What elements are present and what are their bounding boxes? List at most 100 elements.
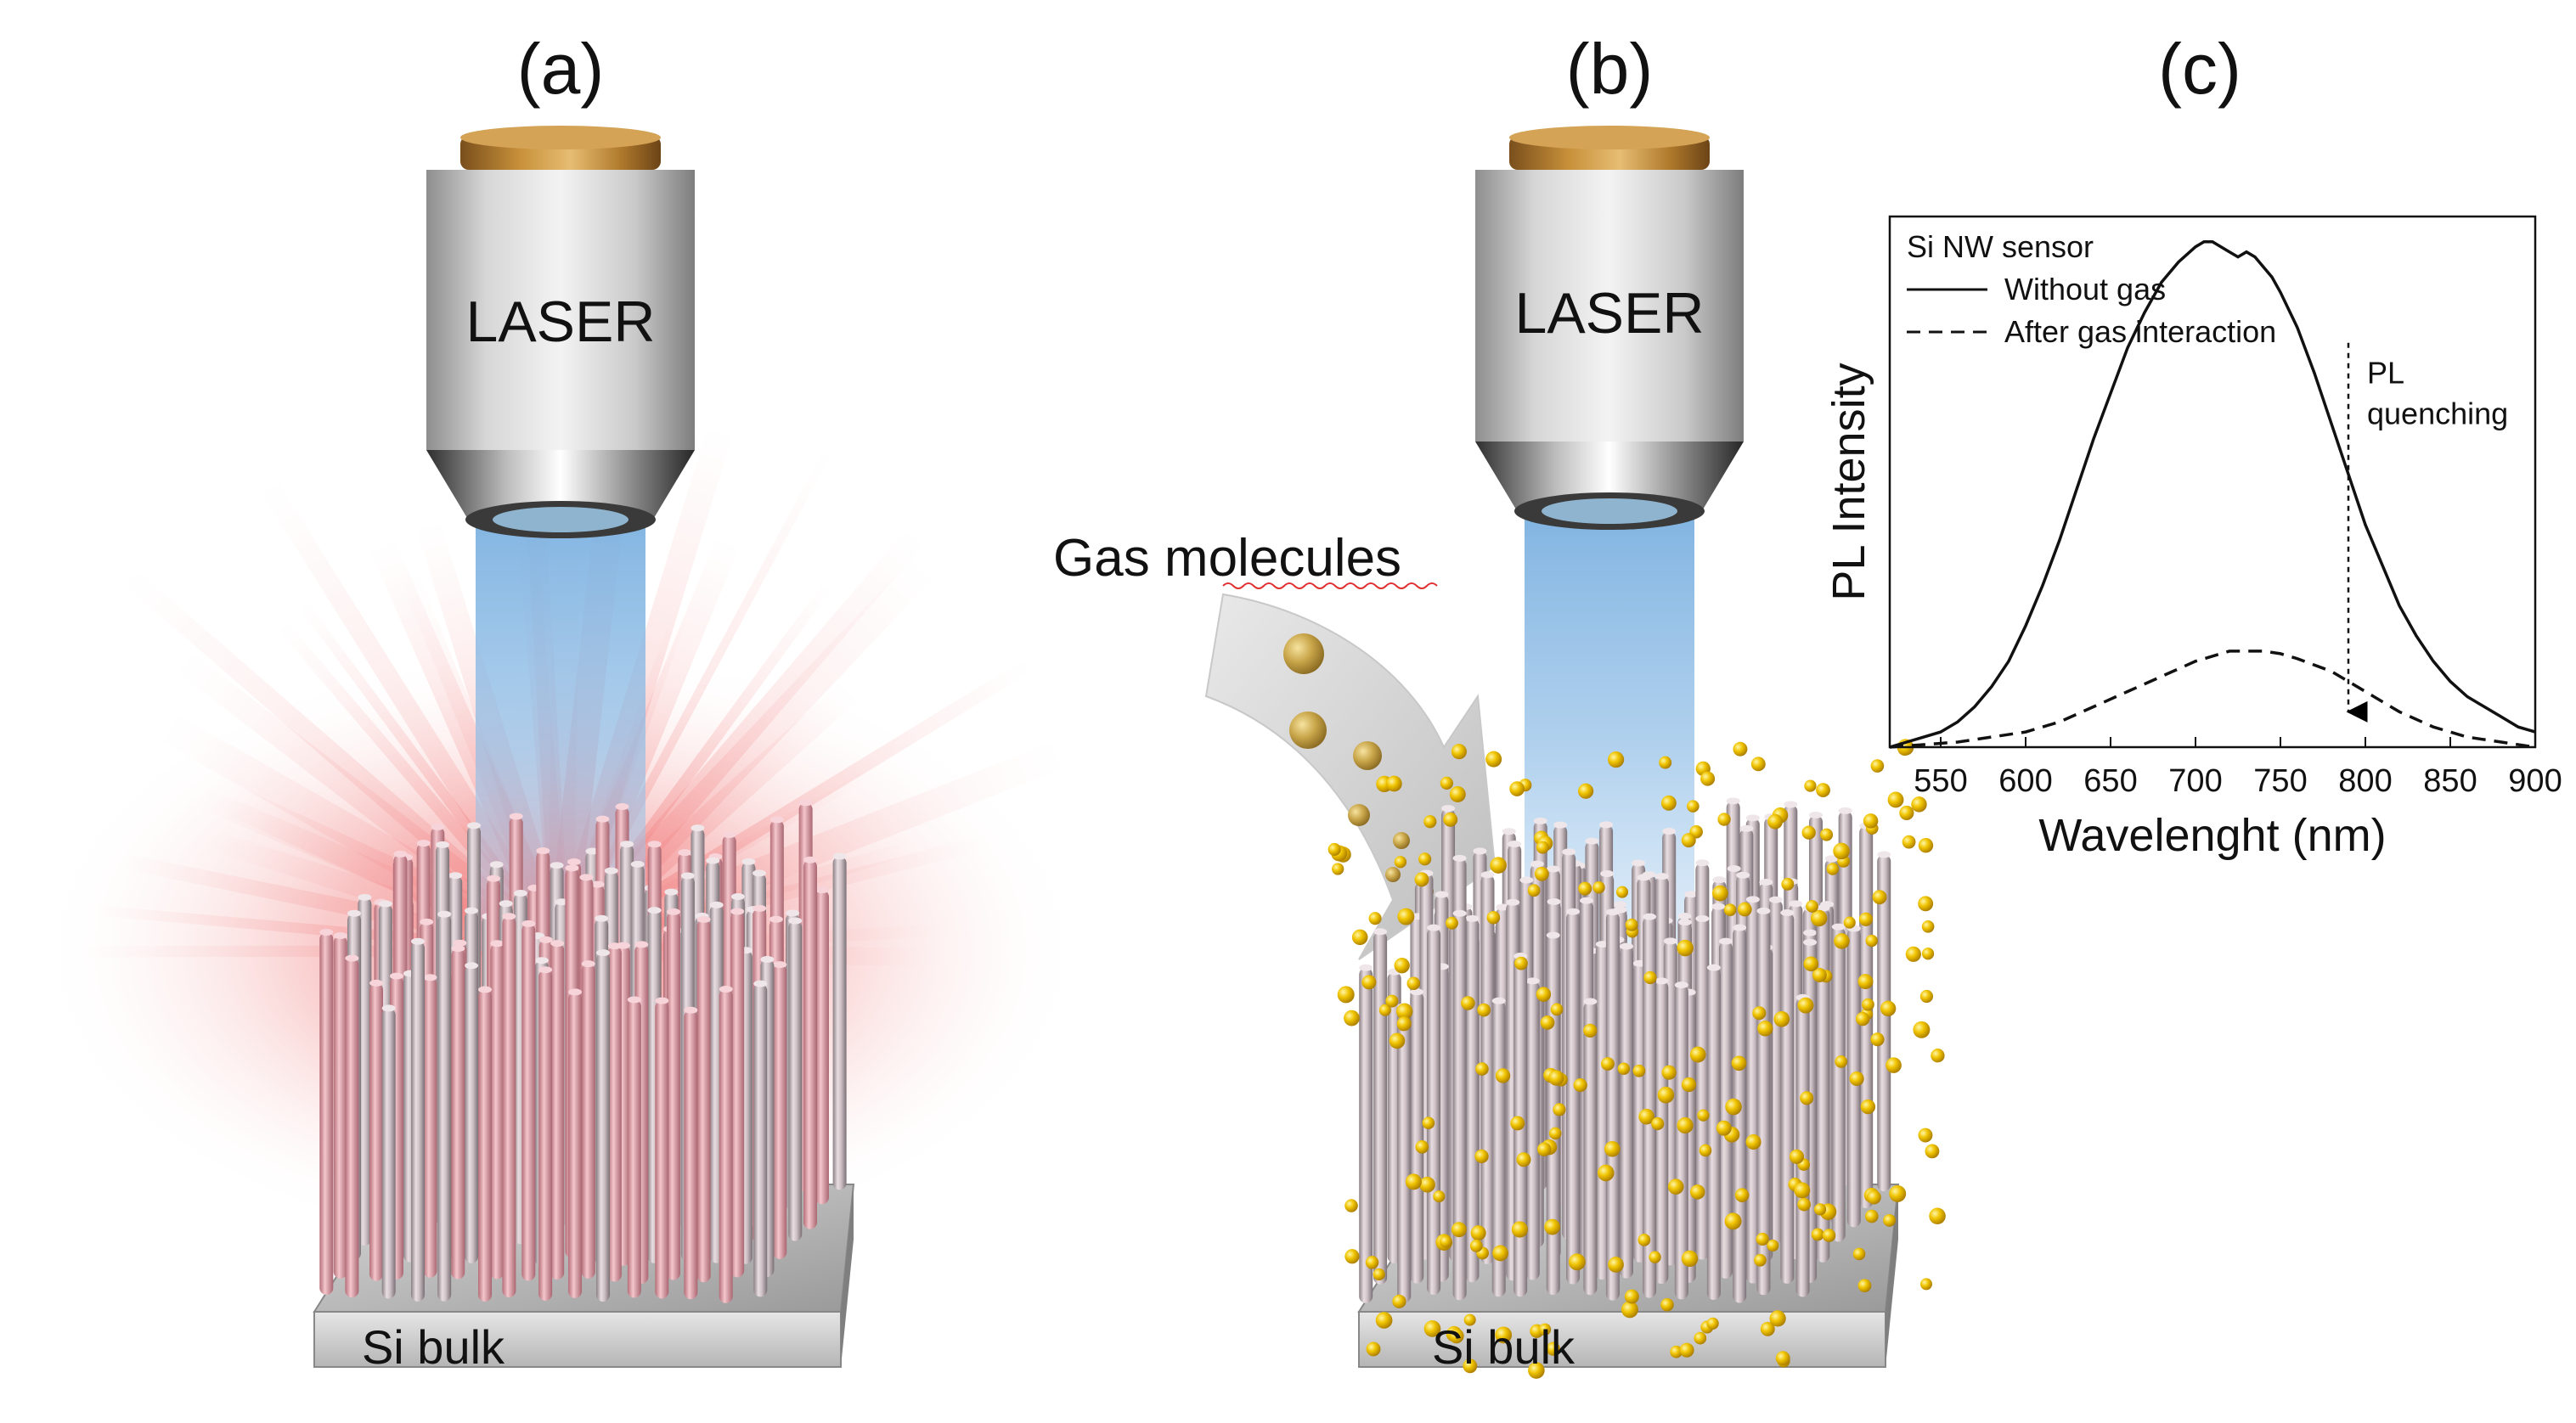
- nanowire: [1733, 927, 1747, 1303]
- gas-molecule: [1918, 838, 1934, 853]
- gas-molecule: [1366, 1341, 1381, 1357]
- nanowire-tip: [489, 861, 504, 869]
- nanowire-tip: [769, 816, 784, 824]
- gas-molecule: [1392, 1294, 1406, 1308]
- nanowire-tip: [604, 867, 618, 875]
- nanowire-tip: [1816, 904, 1830, 912]
- nanowire-tip: [1745, 814, 1760, 822]
- nanowire-tip: [381, 1004, 396, 1012]
- adsorbed-gas-molecules: [1327, 739, 1946, 1379]
- nanowire-tip: [1877, 851, 1891, 858]
- nanowire-tip: [1473, 847, 1487, 855]
- nanowire-tip: [411, 937, 426, 945]
- gas-molecule: [1433, 1190, 1446, 1203]
- gas-molecule: [1365, 1256, 1379, 1269]
- nanowire-tip: [499, 900, 513, 908]
- panel-a: (a) LASER Si bulk: [34, 29, 1087, 1374]
- nanowire-tip: [680, 872, 695, 880]
- x-tick-label: 550: [1914, 763, 1967, 799]
- gas-molecule: [1538, 1323, 1552, 1336]
- nanowire: [815, 890, 829, 1205]
- gas-molecule: [1396, 1016, 1412, 1032]
- laser-label-b: LASER: [1515, 281, 1705, 346]
- gas-molecule: [1800, 1091, 1814, 1105]
- gas-molecule: [1724, 1212, 1742, 1230]
- nanowire-tip: [389, 972, 403, 980]
- nanowire-tip: [502, 913, 516, 920]
- nanowire: [358, 897, 372, 1246]
- nanowire-tip: [1562, 848, 1576, 856]
- nanowire-tip: [1677, 919, 1692, 926]
- gas-molecule: [1803, 956, 1819, 972]
- nanowire: [369, 982, 384, 1281]
- nanowire-tip: [1712, 876, 1727, 884]
- nanowire-tip: [719, 986, 733, 993]
- nanowire-tip: [590, 880, 605, 888]
- nanowire-tip: [581, 960, 595, 968]
- nanowire-tip: [752, 869, 766, 877]
- nanowire-tip: [319, 929, 334, 936]
- nanowire-tip: [1803, 929, 1818, 936]
- gas-molecule: [1443, 812, 1458, 827]
- x-axis-label: Wavelenght (nm): [2038, 810, 2386, 861]
- substrate-label-b: Si bulk: [1432, 1320, 1575, 1374]
- gas-molecule: [1872, 890, 1887, 905]
- nanowire: [696, 919, 711, 1283]
- nanowire-tip: [565, 864, 579, 872]
- nanowire: [1427, 927, 1441, 1296]
- nanowire: [1745, 899, 1760, 1284]
- nanowire-tip: [1613, 901, 1627, 908]
- panel-a-label: (a): [517, 29, 605, 109]
- gas-molecule: [1546, 1341, 1560, 1356]
- nanowire-tip: [666, 908, 680, 915]
- nanowire: [655, 1000, 669, 1299]
- gas-molecule: [1344, 1249, 1360, 1264]
- series-line-2: [1889, 650, 2536, 749]
- nanowire: [478, 989, 493, 1302]
- gas-molecule: [1540, 1015, 1555, 1030]
- nanowire: [1373, 931, 1388, 1285]
- nanowire-tip: [1695, 859, 1710, 867]
- nanowire-tip: [1583, 998, 1598, 1005]
- nanowire-tip: [1525, 977, 1540, 985]
- gas-molecule: [1734, 1188, 1750, 1202]
- nanowire: [319, 932, 334, 1296]
- nanowire-tip: [595, 914, 609, 922]
- gas-molecule: [1548, 1070, 1564, 1086]
- gas-molecule: [1694, 1331, 1707, 1345]
- gas-molecule: [1689, 1184, 1705, 1200]
- nanowire-tip: [1373, 928, 1388, 936]
- gas-molecule: [1373, 1268, 1385, 1281]
- nanowire-tip: [815, 886, 829, 894]
- gas-molecule: [1511, 1221, 1529, 1238]
- gas-molecule: [1469, 1239, 1483, 1252]
- gas-molecule: [1889, 1185, 1907, 1202]
- nanowire: [773, 965, 787, 1259]
- gas-molecule: [1474, 1149, 1489, 1164]
- nanowire-tip: [1756, 907, 1771, 914]
- gas-molecule: [1921, 920, 1935, 933]
- nanowire-tip: [1619, 942, 1633, 950]
- nanowire-tip: [513, 890, 527, 897]
- gas-molecule: [1667, 1178, 1684, 1195]
- gas-molecule: [1754, 1253, 1767, 1267]
- nanowire-tip: [437, 910, 452, 918]
- gas-molecule: [1834, 933, 1850, 949]
- nanowire: [1831, 926, 1846, 1242]
- nanowire-tip: [684, 1006, 698, 1014]
- nanowire-tip: [1595, 941, 1609, 948]
- gas-molecule: [1833, 842, 1850, 860]
- nanowire-tip: [696, 915, 711, 923]
- nanowire-tip: [358, 893, 372, 901]
- gas-molecule: [1486, 910, 1501, 925]
- nanowire-tip: [741, 858, 756, 865]
- nanowire-tip: [647, 907, 662, 914]
- nanowire-tip: [1726, 797, 1740, 805]
- panel-b: (b) LASER Gas molecules: [1053, 29, 1946, 1379]
- nanowire-tip: [538, 936, 553, 943]
- nanowire-tip: [1427, 924, 1441, 931]
- nanowire: [596, 953, 611, 1302]
- gas-molecule: [1406, 976, 1421, 990]
- nanowire-tip: [1706, 964, 1721, 971]
